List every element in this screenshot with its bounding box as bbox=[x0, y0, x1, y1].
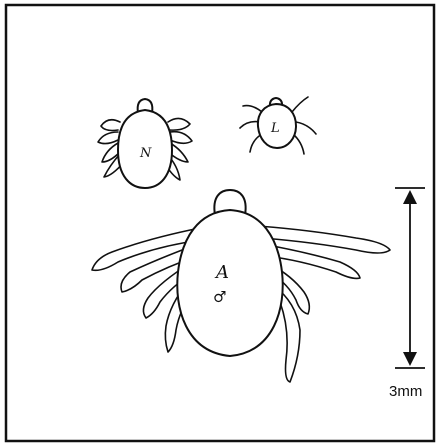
scale-arrow-up-icon bbox=[403, 190, 417, 204]
larva-label: L bbox=[270, 121, 280, 136]
larva-specimen: L bbox=[240, 97, 316, 154]
adult-label: A bbox=[214, 262, 229, 283]
nymph-specimen: N bbox=[98, 99, 192, 188]
male-symbol: ♂ bbox=[213, 288, 226, 306]
scale-arrow-down-icon bbox=[403, 352, 417, 366]
adult-body bbox=[177, 210, 282, 356]
adult-specimen: A ♂ bbox=[92, 190, 390, 382]
scale-bar-label: 3mm bbox=[389, 383, 422, 400]
scale-bar: 3mm bbox=[389, 188, 425, 400]
nymph-label: N bbox=[139, 146, 152, 161]
